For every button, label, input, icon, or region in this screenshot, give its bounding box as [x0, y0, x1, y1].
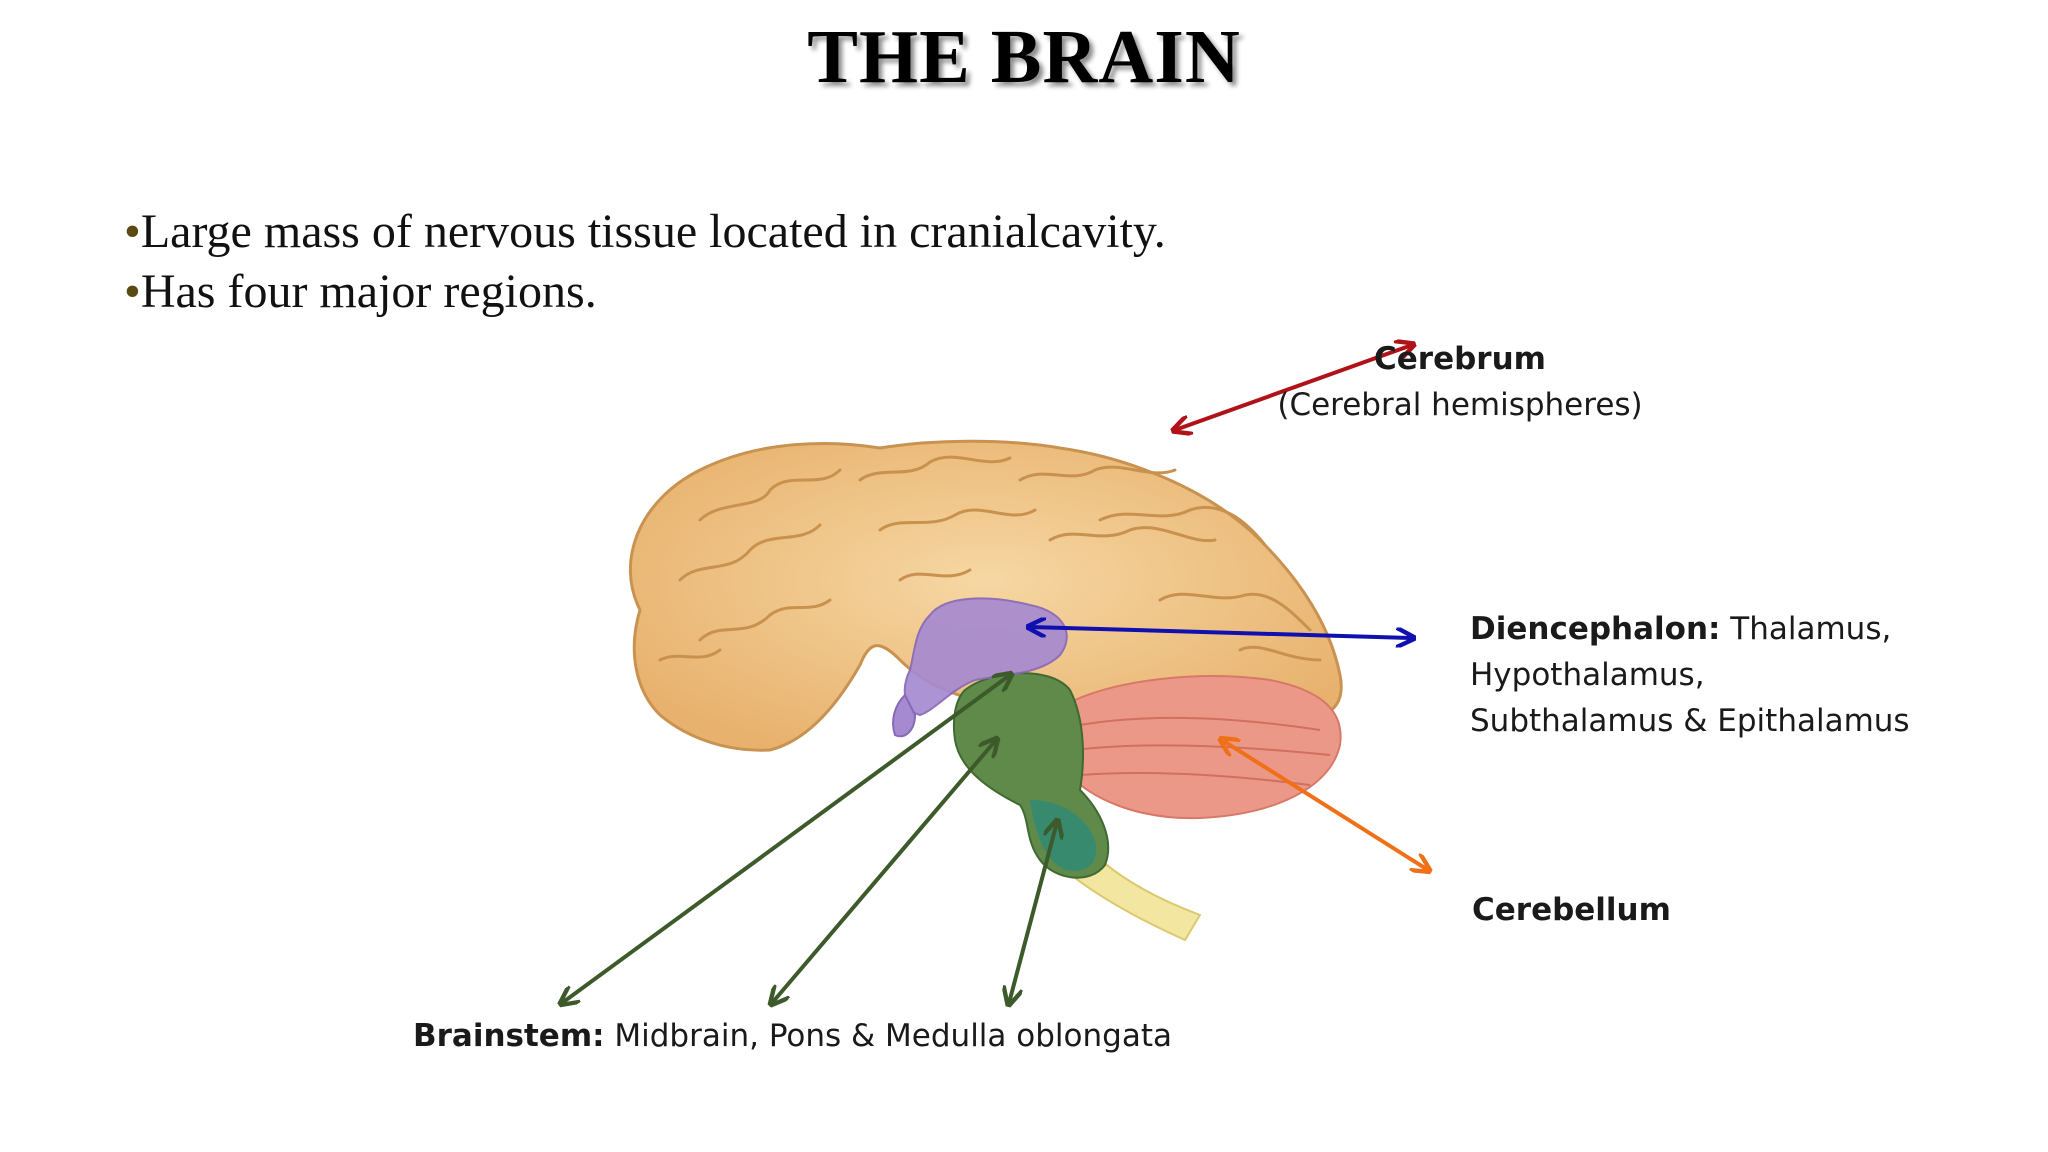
diencephalon-name: Diencephalon: [1470, 611, 1721, 647]
brainstem-name: Brainstem: [413, 1018, 605, 1054]
bullet-glyph: • [124, 265, 141, 318]
cerebrum-subtitle: (Cerebral hemispheres) [1277, 387, 1643, 423]
brainstem-parts: Midbrain, Pons & Medulla oblongata [614, 1018, 1172, 1054]
spinal-cord-shape [1063, 848, 1202, 942]
diencephalon-part: Hypothalamus, [1470, 657, 1705, 693]
bullet-item: •Large mass of nervous tissue located in… [124, 202, 1166, 262]
brainstem-label: Brainstem: Midbrain, Pons & Medulla oblo… [413, 1013, 1172, 1059]
cerebrum-name: Cerebrum [1374, 341, 1546, 377]
diencephalon-part: Subthalamus & Epithalamus [1470, 703, 1910, 739]
gyri-texture [658, 455, 1322, 662]
bullet-item: •Has four major regions. [124, 262, 1166, 322]
cerebellum-arrow [1222, 740, 1428, 870]
cerebellum-label: Cerebellum [1472, 887, 1671, 933]
medulla-arrow [1009, 822, 1057, 1003]
diencephalon-part: Thalamus, [1730, 611, 1892, 647]
bullet-list: •Large mass of nervous tissue located in… [124, 202, 1166, 322]
cerebrum-label: Cerebrum (Cerebral hemispheres) [1260, 336, 1660, 428]
bullet-glyph: • [124, 205, 141, 258]
slide-title: THE BRAIN [807, 15, 1241, 99]
diencephalon-label: Diencephalon: Thalamus, Hypothalamus, Su… [1470, 606, 1910, 744]
diencephalon-arrow [1030, 627, 1412, 638]
cerebrum-arrow [1175, 345, 1412, 430]
cerebellum-name: Cerebellum [1472, 892, 1671, 928]
pons-arrow [772, 740, 996, 1003]
bullet-text: Large mass of nervous tissue located in … [140, 205, 1166, 258]
bullet-text: Has four major regions. [140, 265, 597, 318]
